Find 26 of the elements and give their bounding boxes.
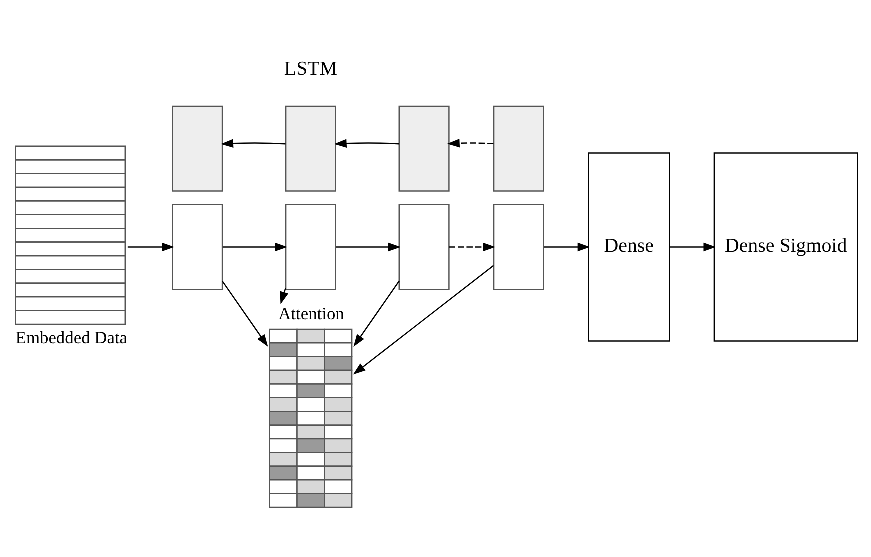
- arrow: [222, 280, 268, 347]
- arrow: [449, 242, 496, 252]
- arrow: [334, 138, 400, 148]
- node-box: [493, 105, 544, 192]
- node-label: Attention: [278, 303, 344, 324]
- arrow: [280, 288, 289, 304]
- node-box: Dense: [588, 152, 670, 342]
- arrow: [354, 280, 400, 347]
- node-box: Dense Sigmoid: [714, 152, 858, 342]
- node-box: [172, 204, 224, 290]
- arrow: [544, 242, 590, 252]
- node-box: [285, 105, 336, 192]
- arrow: [447, 138, 494, 148]
- arrow: [222, 242, 288, 252]
- node-box: [398, 204, 450, 290]
- node-box: [285, 204, 336, 290]
- label: LSTM: [284, 58, 338, 80]
- node-box: [172, 105, 224, 192]
- arrow: [670, 242, 716, 252]
- arrow: [221, 138, 286, 148]
- node-label: Embedded Data: [16, 326, 128, 347]
- arrow: [336, 242, 401, 252]
- node-box: [493, 204, 544, 290]
- arrow: [128, 242, 175, 252]
- node-box: [398, 105, 450, 192]
- arrow: [353, 264, 494, 374]
